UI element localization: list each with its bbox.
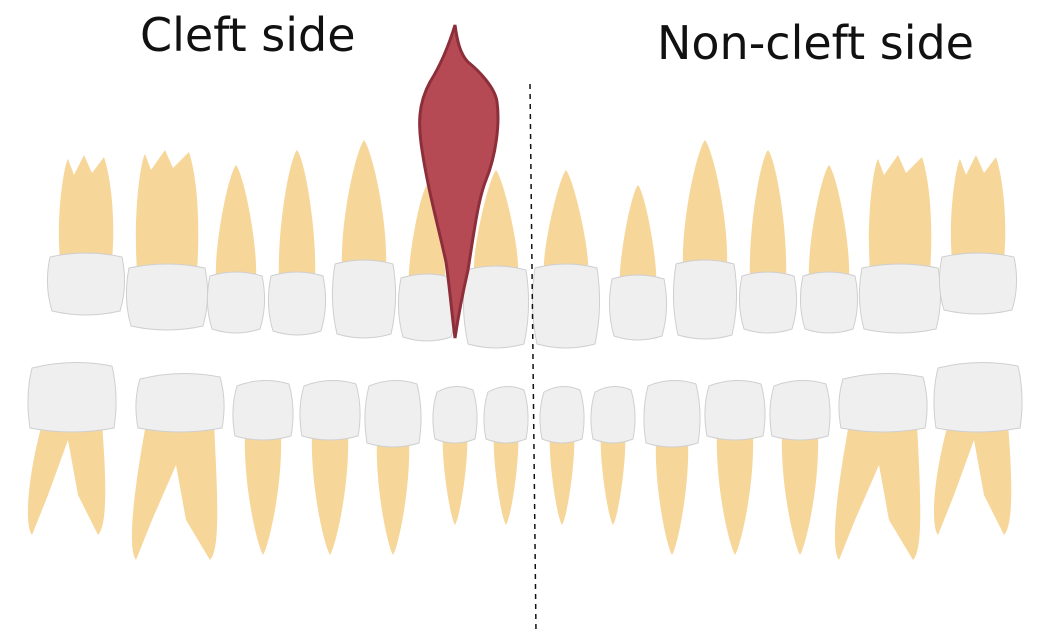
upper-right-first-premolar-a-root [216, 165, 256, 280]
lower-right-third-molar [28, 362, 116, 535]
upper-left-lateral-incisor-crown [609, 275, 666, 340]
lower-right-lateral-incisor-root [443, 435, 468, 525]
upper-right-lateral-incisor-crown [398, 274, 455, 341]
upper-right-canine-root [342, 140, 386, 268]
upper-right-first-premolar-a [207, 165, 264, 333]
upper-left-premolar-a-root [750, 150, 786, 280]
upper-left-third-molar-crown [939, 253, 1016, 314]
lower-right-second-molar [132, 373, 224, 560]
lower-left-lateral-incisor-crown [591, 386, 635, 443]
lower-right-canine [365, 380, 421, 555]
upper-right-second-molar [126, 150, 207, 330]
upper-right-third-molar [47, 155, 124, 315]
lower-left-premolar-b-root [782, 432, 818, 555]
lower-right-lateral-incisor [433, 386, 477, 525]
lower-right-premolar-b-root [312, 432, 348, 555]
lower-right-canine-crown [365, 380, 421, 447]
lower-left-canine-root [656, 439, 688, 555]
upper-right-first-premolar-b-crown [268, 272, 325, 335]
lower-left-lateral-incisor-root [601, 435, 626, 525]
upper-right-central-incisor-crown [463, 266, 528, 348]
upper-left-central-incisor [532, 170, 599, 348]
upper-right-canine-crown [332, 260, 395, 338]
upper-left-lateral-incisor [609, 185, 666, 340]
lower-right-central-incisor-root [494, 435, 519, 525]
upper-left-canine [673, 140, 736, 339]
upper-right-second-molar-crown [126, 264, 207, 330]
lower-left-second-molar-crown [839, 373, 927, 432]
lower-right-premolar-a [233, 380, 293, 555]
lower-left-third-molar-crown [934, 362, 1022, 432]
lower-right-premolar-b [300, 380, 360, 555]
lower-left-second-molar [835, 373, 927, 560]
lower-left-third-molar [934, 362, 1022, 535]
upper-right-canine [332, 140, 395, 338]
upper-left-premolar-a [739, 150, 796, 333]
upper-left-central-incisor-crown [532, 264, 599, 348]
lower-right-central-incisor-crown [484, 386, 528, 443]
upper-left-second-molar [859, 155, 940, 333]
lower-right-lateral-incisor-crown [433, 386, 477, 443]
lower-left-premolar-b-crown [770, 380, 830, 440]
lower-left-premolar-a [705, 380, 765, 555]
upper-left-third-molar [939, 155, 1016, 314]
upper-left-premolar-b [800, 165, 857, 333]
midline [530, 84, 536, 634]
lower-left-central-incisor-crown [540, 386, 584, 443]
upper-right-second-molar-root [136, 150, 198, 272]
lower-arch [28, 362, 1022, 560]
lower-right-third-molar-crown [28, 362, 116, 432]
lower-left-canine-crown [644, 380, 700, 447]
lower-right-third-molar-root [28, 424, 105, 535]
upper-left-premolar-a-crown [739, 272, 796, 333]
upper-right-first-premolar-b-root [279, 150, 315, 280]
lower-left-second-molar-root [835, 424, 920, 560]
lower-left-lateral-incisor [591, 386, 635, 525]
upper-left-premolar-b-crown [800, 272, 857, 333]
lower-right-premolar-a-crown [233, 380, 293, 440]
lower-right-second-molar-crown [136, 373, 224, 432]
upper-left-premolar-b-root [809, 165, 849, 280]
lower-left-premolar-b [770, 380, 830, 555]
upper-left-canine-root [683, 140, 727, 268]
lower-left-canine [644, 380, 700, 555]
lower-left-central-incisor [540, 386, 584, 525]
lower-right-premolar-a-root [245, 432, 281, 555]
lower-right-canine-root [377, 439, 409, 555]
lower-left-premolar-a-crown [705, 380, 765, 440]
upper-right-first-premolar-b [268, 150, 325, 335]
upper-left-canine-crown [673, 260, 736, 339]
upper-left-second-molar-crown [859, 264, 940, 333]
upper-left-third-molar-root [951, 155, 1005, 261]
upper-right-third-molar-crown [47, 253, 124, 315]
upper-right-third-molar-root [59, 155, 113, 261]
lower-right-second-molar-root [132, 424, 217, 560]
lower-left-central-incisor-root [550, 435, 575, 525]
upper-left-central-incisor-root [544, 170, 588, 272]
upper-right-first-premolar-a-crown [207, 272, 264, 333]
lower-left-premolar-a-root [717, 432, 753, 555]
upper-left-lateral-incisor-root [620, 185, 656, 283]
lower-right-premolar-b-crown [300, 380, 360, 440]
lower-left-third-molar-root [934, 424, 1011, 535]
upper-left-second-molar-root [869, 155, 931, 272]
lower-right-central-incisor [484, 386, 528, 525]
